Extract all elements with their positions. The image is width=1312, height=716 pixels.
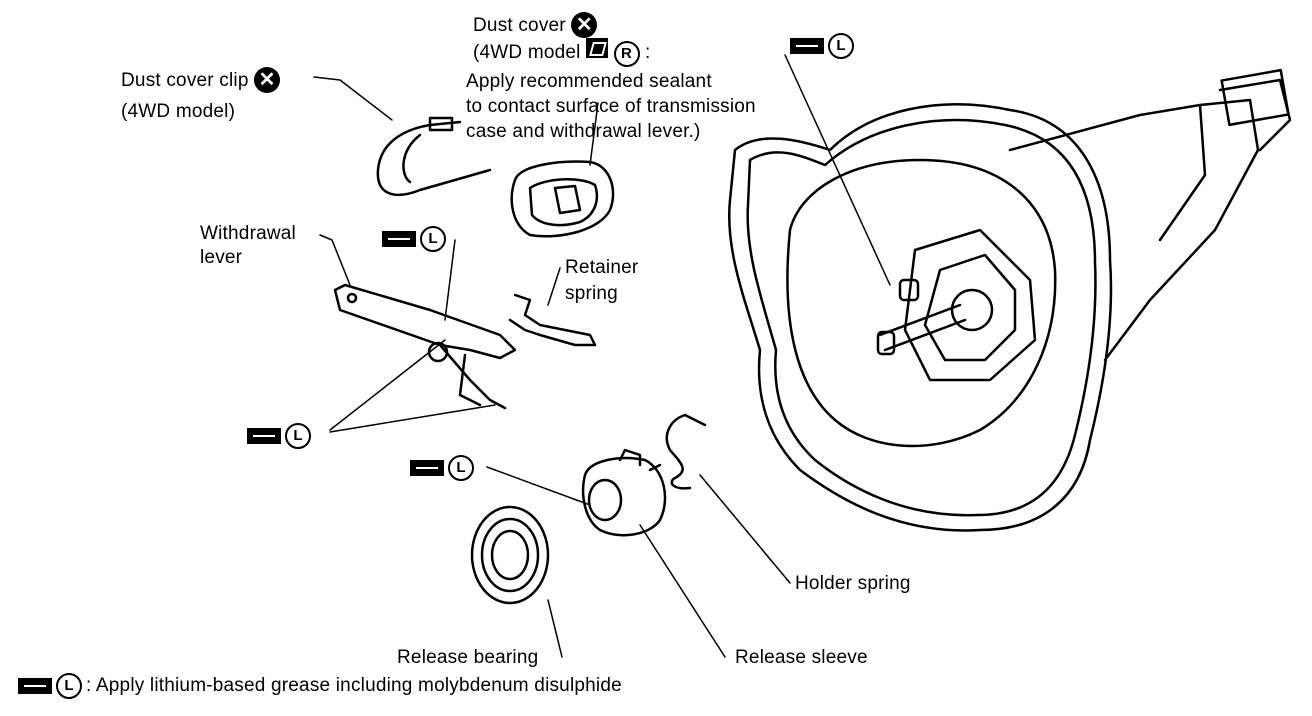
dust-cover-model-label: (4WD model R :: [473, 38, 651, 67]
dust-cover-note-3: case and withdrawal lever.): [466, 121, 701, 142]
withdrawal-lever-label: Withdrawal: [200, 223, 296, 244]
grease-l-icon: L: [285, 423, 311, 449]
withdrawal-lever-label-2: lever: [200, 247, 243, 268]
retainer-spring: [508, 293, 597, 347]
legend-text: : Apply lithium-based grease including m…: [86, 675, 622, 696]
withdrawal-lever: [333, 283, 517, 360]
grease-l-icon: L: [420, 226, 446, 252]
dust-cover-note-1: Apply recommended sealant: [466, 71, 712, 92]
grease-l-icon: L: [828, 33, 854, 59]
dust-cover-clip-label: Dust cover clip ✕: [121, 67, 281, 93]
grease-symbol-lever-bottom: L: [247, 423, 311, 449]
grease-l-icon: L: [56, 673, 82, 699]
grease-gun-icon: [247, 428, 281, 444]
sealant-icon: [586, 38, 609, 58]
grease-symbol-case: L: [790, 33, 854, 59]
dust-cover: [510, 160, 615, 238]
retainer-spring-label-2: spring: [565, 283, 618, 304]
grease-gun-icon: [18, 678, 52, 694]
release-bearing-label: Release bearing: [397, 647, 539, 668]
grease-symbol-sleeve: L: [410, 455, 474, 481]
dust-cover-clip: [376, 120, 492, 197]
legend: L : Apply lithium-based grease including…: [18, 673, 622, 699]
discard-icon: ✕: [254, 67, 281, 93]
dust-cover-clip-model: (4WD model): [121, 101, 236, 122]
sealant-r-icon: R: [613, 41, 640, 67]
grease-l-icon: L: [448, 455, 474, 481]
grease-gun-icon: [790, 38, 824, 54]
release-sleeve-label: Release sleeve: [735, 647, 868, 668]
retainer-spring-label: Retainer: [565, 257, 639, 278]
dust-cover-note-2: to contact surface of transmission: [466, 96, 756, 117]
dust-cover-label: Dust cover ✕: [473, 12, 598, 38]
holder-spring: [665, 413, 707, 490]
discard-icon: ✕: [571, 12, 598, 38]
grease-gun-icon: [382, 231, 416, 247]
transmission-case: [728, 103, 1113, 532]
grease-symbol-lever-top: L: [382, 226, 446, 252]
release-bearing: [470, 505, 550, 605]
holder-spring-label: Holder spring: [795, 573, 911, 594]
grease-gun-icon: [410, 460, 444, 476]
release-sleeve: [581, 456, 667, 537]
